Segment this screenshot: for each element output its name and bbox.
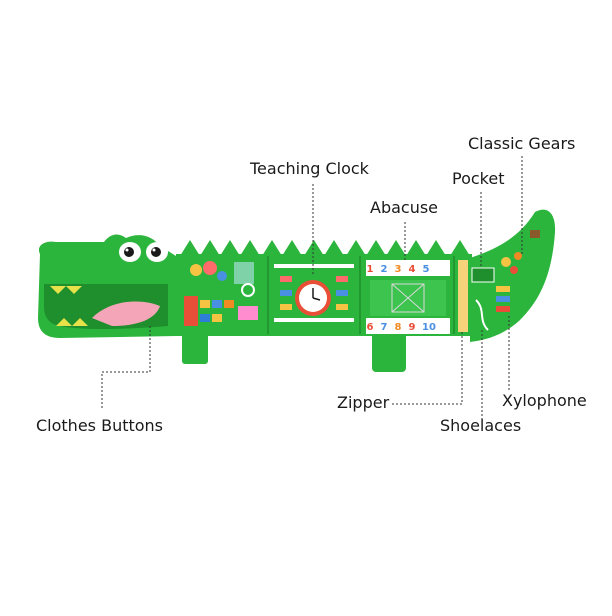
number-tile: 9 — [409, 322, 416, 333]
number-tile: 10 — [422, 322, 436, 333]
mouth — [44, 284, 168, 329]
number-tile: 2 — [381, 264, 388, 275]
label-clothes-buttons: Clothes Buttons — [36, 416, 164, 435]
label-pocket: Pocket — [452, 169, 505, 188]
activity-panel-4 — [458, 230, 540, 332]
number-tile: 5 — [423, 264, 430, 275]
back-spikes — [180, 240, 470, 256]
number-tile: 4 — [409, 264, 416, 275]
label-xylophone: Xylophone — [502, 391, 587, 410]
activity-panel-1 — [184, 261, 258, 326]
eyes — [119, 242, 168, 262]
leader-zipper — [392, 330, 463, 405]
label-classic-gears: Classic Gears — [468, 134, 576, 153]
number-tile: 1 — [367, 264, 374, 275]
activity-panel-2 — [274, 264, 354, 322]
number-tile: 8 — [395, 322, 402, 333]
label-shoelaces: Shoelaces — [440, 416, 522, 435]
front-leg — [182, 330, 208, 364]
back-leg — [372, 330, 406, 372]
number-tile: 7 — [381, 322, 388, 333]
tail — [470, 209, 556, 342]
number-tiles-top: 1 2 3 4 5 — [367, 264, 430, 275]
number-tile: 3 — [395, 264, 402, 275]
label-teaching-clock: Teaching Clock — [250, 159, 369, 178]
number-tile: 6 — [367, 322, 374, 333]
activity-panel-3: 1 2 3 4 5 6 7 8 9 10 — [366, 260, 450, 334]
label-zipper: Zipper — [337, 393, 390, 412]
label-abacuse: Abacuse — [370, 198, 439, 217]
leader-clothes-buttons — [101, 326, 151, 408]
number-tiles-bottom: 6 7 8 9 10 — [367, 322, 436, 333]
